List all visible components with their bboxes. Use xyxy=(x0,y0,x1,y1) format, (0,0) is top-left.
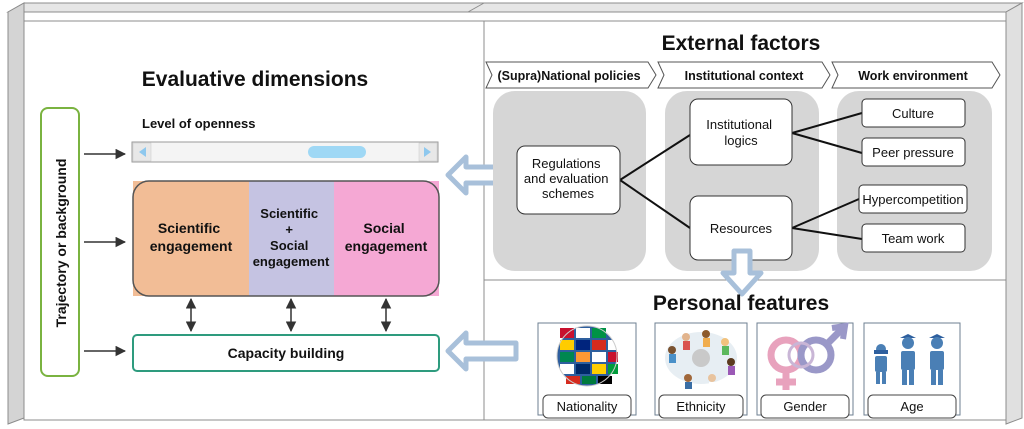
ethnicity-label-box xyxy=(658,394,744,419)
svg-text:Peer pressure: Peer pressure xyxy=(872,145,954,160)
external-factors-title: External factors xyxy=(662,32,821,55)
engagement-sci-bg xyxy=(133,181,249,296)
scroll-right-icon xyxy=(424,147,431,157)
people-circle-icon xyxy=(665,330,737,389)
svg-text:Age: Age xyxy=(900,399,923,414)
svg-text:Gender: Gender xyxy=(783,399,827,414)
regulations-label: Regulations and evaluation schemes xyxy=(524,156,612,201)
tab-supranational-policies xyxy=(485,61,657,89)
gender-label-box xyxy=(760,394,850,419)
trajectory-box xyxy=(40,107,80,377)
evaluative-dimensions-title: Evaluative dimensions xyxy=(142,68,368,91)
link-logics-culture xyxy=(791,112,863,134)
flags-globe-icon xyxy=(556,325,618,387)
svg-text:Ethnicity: Ethnicity xyxy=(676,399,726,414)
link-regulations-logics xyxy=(619,134,691,181)
link-logics-peer-pressure xyxy=(791,132,863,154)
personal-features-panel: Personal features xyxy=(537,292,961,419)
link-resources-hypercompetition xyxy=(791,198,860,229)
svg-text:Work environment: Work environment xyxy=(858,69,968,83)
svg-text:Hypercompetition: Hypercompetition xyxy=(862,192,963,207)
engagement-block: Scientific engagement Scientific + Socia… xyxy=(132,180,440,297)
hypercompetition-box xyxy=(858,184,968,214)
nationality-label-box xyxy=(542,394,632,419)
engagement-soc-bg xyxy=(334,181,439,296)
tab-institutional-context xyxy=(657,61,831,89)
age-card: Age xyxy=(863,322,961,419)
trajectory-label: Trajectory or background xyxy=(53,159,69,328)
svg-text:Team work: Team work xyxy=(882,231,945,246)
openness-scrollbar[interactable] xyxy=(131,141,439,163)
scroll-thumb[interactable] xyxy=(308,146,366,158)
social-engagement-label: Social engagement xyxy=(345,220,428,254)
scroll-left-icon xyxy=(139,147,146,157)
link-resources-teamwork xyxy=(791,227,863,240)
gender-card: Gender xyxy=(756,322,854,419)
gender-symbols-icon xyxy=(767,322,849,390)
institutional-logics-box xyxy=(689,98,793,166)
nationality-card: Nationality xyxy=(537,322,637,419)
mixed-engagement-label: Scientific + Social engagement xyxy=(253,206,330,269)
tab-work-environment xyxy=(831,61,1001,89)
personal-to-left-arrow xyxy=(445,330,519,372)
capacity-building-label: Capacity building xyxy=(228,345,345,361)
resources-label: Resources xyxy=(710,221,773,236)
engagement-mixed-bg xyxy=(249,181,334,296)
team-work-box xyxy=(861,223,966,253)
capacity-building-box xyxy=(132,334,440,372)
svg-text:Nationality: Nationality xyxy=(557,399,618,414)
culture-box xyxy=(861,98,966,128)
openness-label: Level of openness xyxy=(142,116,255,131)
link-regulations-resources xyxy=(619,179,691,229)
evaluative-dimensions-panel: Evaluative dimensions Trajectory or back… xyxy=(40,68,440,377)
graduates-icon xyxy=(874,334,945,385)
regulations-box xyxy=(516,145,621,215)
svg-text:(Supra)National policies: (Supra)National policies xyxy=(497,69,640,83)
external-to-personal-arrow xyxy=(720,248,764,297)
svg-text:Culture: Culture xyxy=(892,106,934,121)
ethnicity-card: Ethnicity xyxy=(654,322,748,419)
personal-features-title: Personal features xyxy=(653,292,829,315)
external-factors-panel: External factors (Supra)National policie… xyxy=(485,32,1001,271)
svg-text:Institutional context: Institutional context xyxy=(685,69,805,83)
peer-pressure-box xyxy=(861,137,966,167)
institutional-logics-label: Institutional logics xyxy=(706,117,775,148)
scientific-engagement-label: Scientific engagement xyxy=(150,220,233,254)
age-label-box xyxy=(867,394,957,419)
